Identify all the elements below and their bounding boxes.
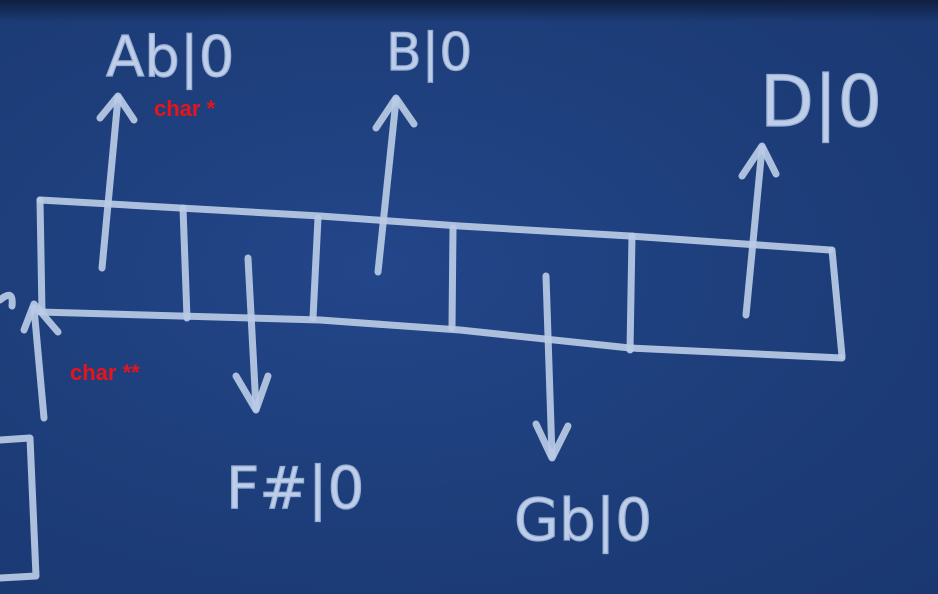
arrow-up-cell-6 — [738, 142, 780, 319]
cell-divider-2 — [309, 214, 322, 322]
arrow-down-cell-2 — [232, 254, 272, 414]
array-right-edge — [828, 246, 846, 360]
label-top-middle: B|0 — [386, 23, 472, 83]
annotation-char-double-pointer: char ** — [70, 360, 140, 385]
label-top-left: Ab|0 — [106, 25, 234, 90]
cell-divider-1 — [179, 204, 191, 322]
char-double-pointer-arrow — [0, 291, 62, 422]
arrow-up-cell-1 — [96, 92, 138, 272]
cell-divider-3 — [448, 224, 457, 332]
array-top-edge — [36, 196, 834, 254]
arrow-down-cell-4 — [532, 272, 572, 462]
label-bottom-middle: Gb|0 — [514, 486, 652, 554]
partial-box — [0, 434, 40, 582]
top-edge-shadow — [0, 0, 938, 22]
label-top-right: D|0 — [760, 61, 882, 143]
array-bottom-edge — [36, 308, 846, 362]
array-left-edge — [36, 196, 46, 316]
annotation-char-pointer: char * — [154, 96, 216, 121]
cell-divider-4 — [626, 232, 636, 354]
arrow-up-cell-3 — [372, 94, 418, 276]
label-bottom-left: F#|0 — [226, 454, 364, 522]
